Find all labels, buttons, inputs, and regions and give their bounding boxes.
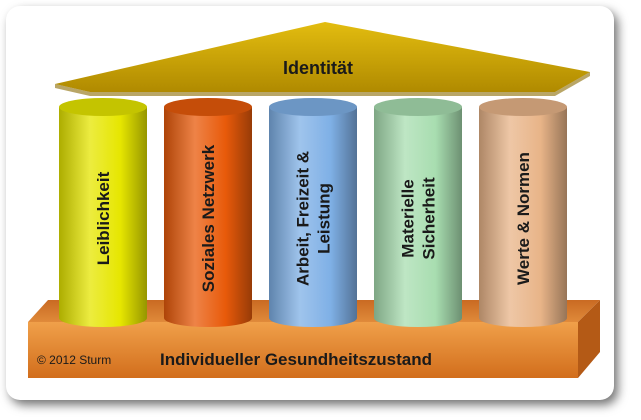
pillar-body bbox=[59, 107, 147, 327]
pillar-top bbox=[269, 98, 357, 116]
pillar-5: Werte & Normen bbox=[479, 98, 567, 327]
pillar-body bbox=[269, 107, 357, 327]
pillars: Leiblichkeit Soziales Netzwerk Arbeit, Fre… bbox=[59, 98, 567, 327]
pillar-top bbox=[479, 98, 567, 116]
base-label: Individueller Gesundheitszustand bbox=[160, 350, 432, 369]
pillar-label: Werte & Normen bbox=[514, 152, 533, 285]
pillar-top bbox=[59, 98, 147, 116]
base-front bbox=[28, 322, 578, 378]
copyright-text: © 2012 Sturm bbox=[37, 353, 111, 367]
base-side bbox=[578, 300, 600, 378]
pillar-label: Soziales Netzwerk bbox=[199, 144, 218, 292]
pillar-2: Soziales Netzwerk bbox=[164, 98, 252, 327]
pillar-3: Arbeit, Freizeit &Leistung bbox=[269, 98, 357, 327]
pillar-top bbox=[374, 98, 462, 116]
roof-label: Identität bbox=[283, 58, 353, 78]
pillar-label: Arbeit, Freizeit &Leistung bbox=[294, 151, 334, 286]
pillar-label: Leiblichkeit bbox=[94, 171, 113, 265]
pillar-body bbox=[374, 107, 462, 327]
roof-pediment bbox=[55, 22, 590, 92]
roof: Identität bbox=[55, 22, 590, 96]
pillar-top bbox=[164, 98, 252, 116]
roof-shade bbox=[55, 72, 590, 96]
pillar-body bbox=[479, 107, 567, 327]
pillar-1: Leiblichkeit bbox=[59, 98, 147, 327]
pillar-body bbox=[164, 107, 252, 327]
